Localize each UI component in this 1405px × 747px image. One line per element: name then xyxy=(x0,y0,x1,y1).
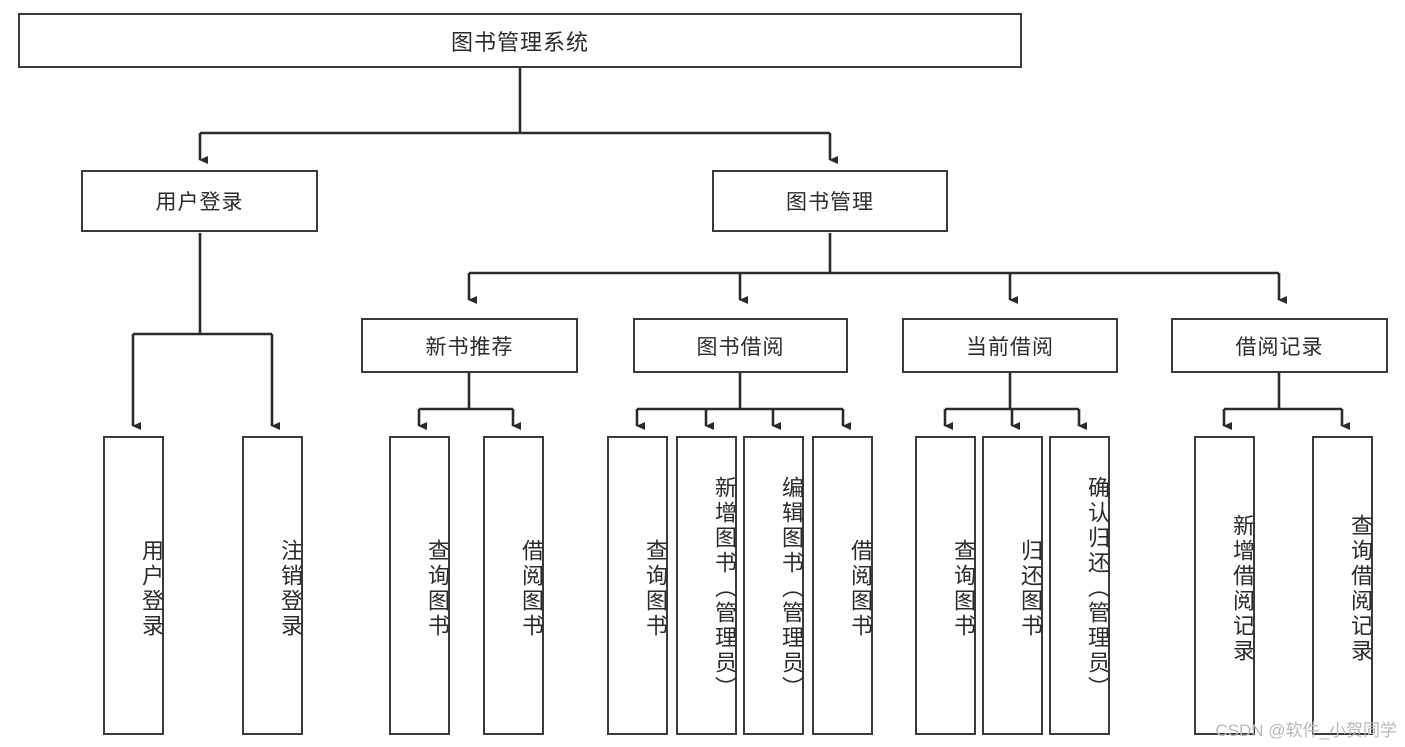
leaf-new-book-query-book[interactable]: 查询图书 xyxy=(389,436,450,735)
leaf-borrow-record-query-record[interactable]: 查询借阅记录 xyxy=(1312,436,1373,735)
leaf-book-borrow-query-book[interactable]: 查询图书 xyxy=(607,436,668,735)
leaf-book-borrow-add-book-admin[interactable]: 新增图书（管理员） xyxy=(676,436,737,735)
watermark: CSDN @软件_小贺同学 xyxy=(1215,721,1397,740)
leaf-book-borrow-edit-book-admin[interactable]: 编辑图书（管理员） xyxy=(743,436,804,735)
leaf-current-borrow-query-book[interactable]: 查询图书 xyxy=(915,436,976,735)
leaf-borrow-record-add-record[interactable]: 新增借阅记录 xyxy=(1194,436,1255,735)
leaf-current-borrow-confirm-return-admin[interactable]: 确认归还（管理员） xyxy=(1049,436,1110,735)
node-book-management[interactable]: 图书管理 xyxy=(712,170,948,232)
node-root-book-management-system[interactable]: 图书管理系统 xyxy=(18,13,1022,68)
node-new-book-recommend[interactable]: 新书推荐 xyxy=(361,318,578,373)
leaf-user-login-logout[interactable]: 注销登录 xyxy=(242,436,303,735)
leaf-new-book-borrow-book[interactable]: 借阅图书 xyxy=(483,436,544,735)
leaf-book-borrow-borrow-book[interactable]: 借阅图书 xyxy=(812,436,873,735)
leaf-user-login-login[interactable]: 用户登录 xyxy=(103,436,164,735)
leaf-current-borrow-return-book[interactable]: 归还图书 xyxy=(982,436,1043,735)
node-current-borrow[interactable]: 当前借阅 xyxy=(902,318,1118,373)
node-book-borrow[interactable]: 图书借阅 xyxy=(633,318,848,373)
node-user-login[interactable]: 用户登录 xyxy=(81,170,318,232)
node-borrow-record[interactable]: 借阅记录 xyxy=(1171,318,1388,373)
